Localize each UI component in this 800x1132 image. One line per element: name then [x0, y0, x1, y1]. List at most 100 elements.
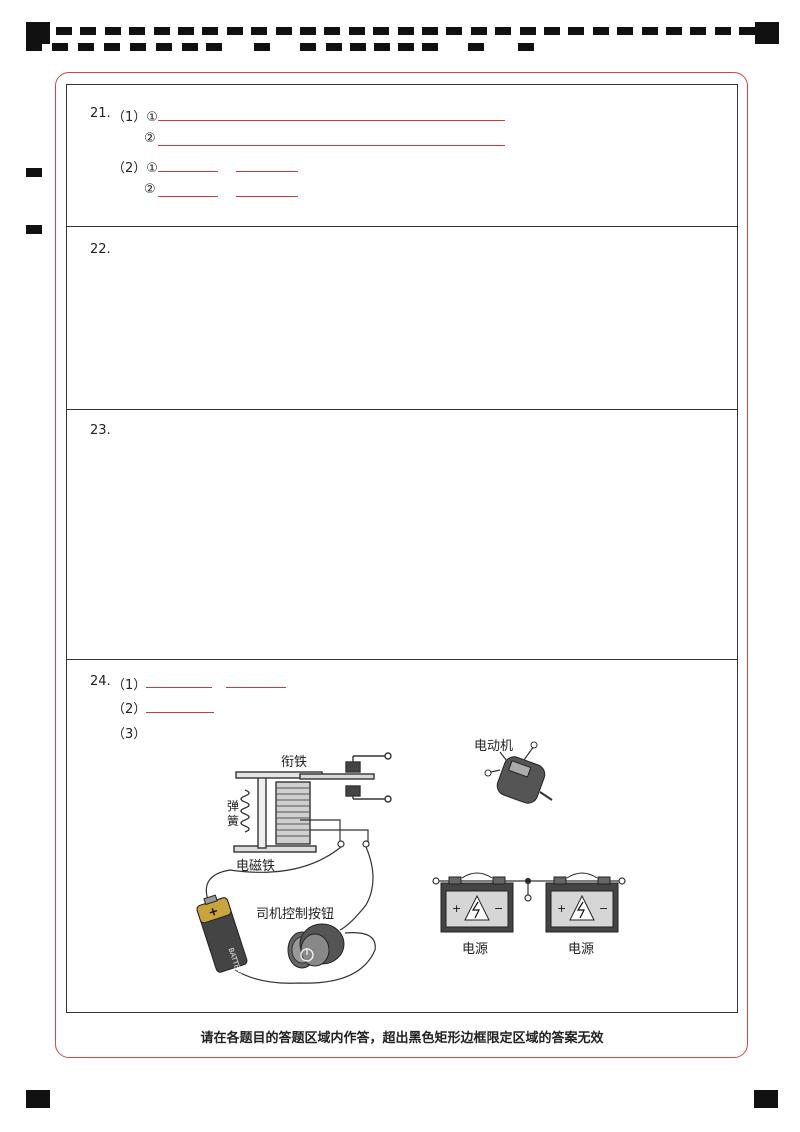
q21-1-2-answer-line[interactable] [158, 145, 505, 146]
timing-mark [422, 43, 438, 51]
power-supply-1: + − [440, 872, 514, 933]
electromagnet-label: 电磁铁 [236, 859, 275, 874]
q24-part1-label: （1） [112, 678, 147, 693]
timing-mark [326, 43, 342, 51]
coil-windings [276, 787, 310, 837]
timing-mark [446, 27, 462, 35]
timing-mark [178, 27, 194, 35]
terminal-top-right [384, 752, 392, 760]
q21-part1-item2: ② [144, 131, 156, 146]
spring-label-line2: 簧 [227, 813, 239, 828]
timing-mark [206, 43, 222, 51]
power-label-2: 电源 [568, 942, 594, 957]
timing-mark [78, 43, 94, 51]
side-mark-2 [26, 225, 42, 234]
timing-mark [398, 43, 414, 51]
divider-22 [66, 226, 738, 227]
corner-mark-bottom-right [754, 1090, 778, 1108]
corner-mark-bottom-left [26, 1090, 50, 1108]
motor [484, 741, 553, 804]
timing-mark [739, 27, 755, 35]
power-terminal-3 [524, 894, 532, 902]
coil-terminal-a [337, 840, 345, 848]
q21-2-1-answer-line-a[interactable] [158, 171, 218, 172]
timing-mark [593, 27, 609, 35]
timing-mark [642, 27, 658, 35]
side-mark-1 [26, 168, 42, 177]
relay [233, 752, 392, 853]
power-supply-2: + − [545, 872, 619, 933]
timing-mark [544, 27, 560, 35]
q24-part2-label: （2） [112, 702, 147, 717]
timing-mark [666, 27, 682, 35]
q21-part1-label: （1）① [112, 110, 158, 125]
timing-mark [374, 43, 390, 51]
coil-wires [205, 819, 376, 984]
q21-part2-label: （2）① [112, 161, 158, 176]
contact-lower [345, 785, 361, 797]
answer-area-notice: 请在各题目的答题区域内作答，超出黑色矩形边框限定区域的答案无效 [200, 1031, 604, 1046]
question-22-number: 22. [90, 242, 111, 257]
timing-mark [471, 27, 487, 35]
timing-mark [422, 27, 438, 35]
timing-mark [324, 27, 340, 35]
q24-1-answer-line-b[interactable] [226, 687, 286, 688]
svg-text:+: + [557, 902, 566, 915]
q21-part2-item2: ② [144, 182, 156, 197]
timing-mark [80, 27, 96, 35]
q24-part3-label: （3） [112, 727, 147, 742]
timing-mark [715, 27, 731, 35]
svg-text:−: − [599, 902, 608, 915]
spring [240, 789, 250, 833]
timing-mark [300, 43, 316, 51]
coil-terminal-b [362, 840, 370, 848]
timing-mark [398, 27, 414, 35]
motor-label: 电动机 [474, 739, 513, 754]
timing-mark [52, 43, 68, 51]
divider-24 [66, 659, 738, 660]
timing-mark [373, 27, 389, 35]
armature-label: 衔铁 [281, 755, 307, 770]
q21-2-2-answer-line-a[interactable] [158, 196, 218, 197]
spring-label-line1: 弹 [227, 799, 239, 813]
armature-bar [299, 773, 375, 780]
timing-mark [617, 27, 633, 35]
corner-mark-top-right [755, 22, 779, 44]
q24-1-answer-line-a[interactable] [146, 687, 212, 688]
terminal-middle-right [384, 795, 392, 803]
answer-area-frame [66, 84, 738, 1013]
timing-mark [154, 27, 170, 35]
relay-frame-post [257, 775, 267, 849]
svg-text:+: + [452, 902, 461, 915]
timing-mark [349, 27, 365, 35]
timing-mark [56, 27, 72, 35]
driver-control-button [287, 923, 345, 969]
answer-sheet-outer-border [55, 72, 748, 1058]
relay-base [233, 845, 317, 853]
timing-mark [104, 43, 120, 51]
timing-mark [254, 43, 270, 51]
question-24-number: 24. [90, 674, 111, 689]
timing-mark [568, 27, 584, 35]
timing-mark [468, 43, 484, 51]
corner-mark-top-left [26, 22, 50, 44]
timing-mark [520, 27, 536, 35]
timing-mark [182, 43, 198, 51]
q24-2-answer-line[interactable] [146, 712, 214, 713]
timing-mark [129, 27, 145, 35]
timing-mark [350, 43, 366, 51]
timing-mark [105, 27, 121, 35]
question-21-number: 21. [90, 106, 111, 121]
divider-23 [66, 409, 738, 410]
question-23-number: 23. [90, 423, 111, 438]
q21-1-1-answer-line[interactable] [158, 120, 505, 121]
q21-2-1-answer-line-b[interactable] [236, 171, 298, 172]
q21-2-2-answer-line-b[interactable] [236, 196, 298, 197]
battery-plus: + [206, 903, 220, 919]
timing-mark [300, 27, 316, 35]
timing-mark [26, 43, 42, 51]
timing-mark [518, 43, 534, 51]
timing-mark [276, 27, 292, 35]
timing-mark [130, 43, 146, 51]
